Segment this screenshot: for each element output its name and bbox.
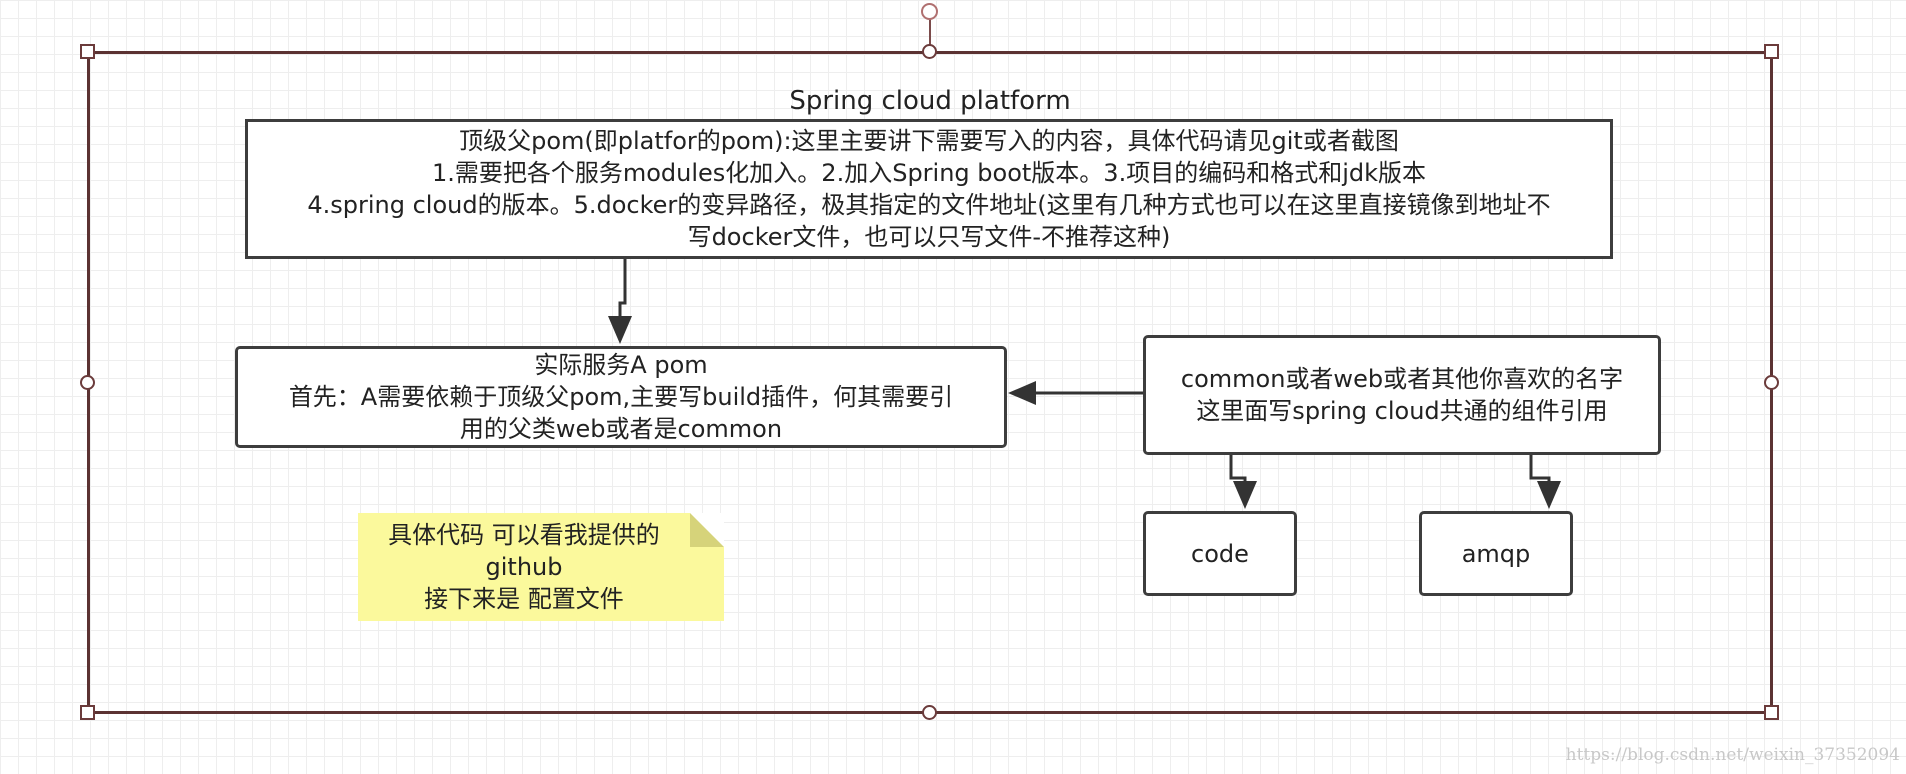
code-node[interactable]: code [1143,511,1297,596]
resize-handle-bottom-right[interactable] [1764,705,1779,720]
amqp-node[interactable]: amqp [1419,511,1573,596]
resize-handle-right[interactable] [1764,375,1779,390]
resize-handle-top-right[interactable] [1764,44,1779,59]
resize-handle-top-left[interactable] [80,44,95,59]
parent-pom-node[interactable]: 顶级父pom(即platfor的pom):这里主要讲下需要写入的内容，具体代码请… [245,119,1613,259]
note-fold-corner [690,513,724,547]
platform-title: Spring cloud platform [789,86,1071,116]
rotate-handle[interactable] [921,3,938,20]
arrow-parent-to-service[interactable] [608,259,632,344]
resize-handle-bottom[interactable] [922,705,937,720]
resize-handle-bottom-left[interactable] [80,705,95,720]
service-a-pom-node[interactable]: 实际服务A pom 首先：A需要依赖于顶级父pom,主要写build插件，何其需… [235,346,1007,448]
resize-handle-top[interactable] [922,44,937,59]
arrow-common-to-code[interactable] [1229,455,1257,509]
arrow-common-to-amqp[interactable] [1529,455,1561,509]
rotate-handle-stem [929,18,931,52]
watermark: https://blog.csdn.net/weixin_37352094 [1565,745,1900,765]
arrow-common-to-service[interactable] [1008,381,1143,405]
sticky-note[interactable]: 具体代码 可以看我提供的 github 接下来是 配置文件 [358,513,724,621]
common-node[interactable]: common或者web或者其他你喜欢的名字 这里面写spring cloud共通… [1143,335,1661,455]
resize-handle-left[interactable] [80,375,95,390]
